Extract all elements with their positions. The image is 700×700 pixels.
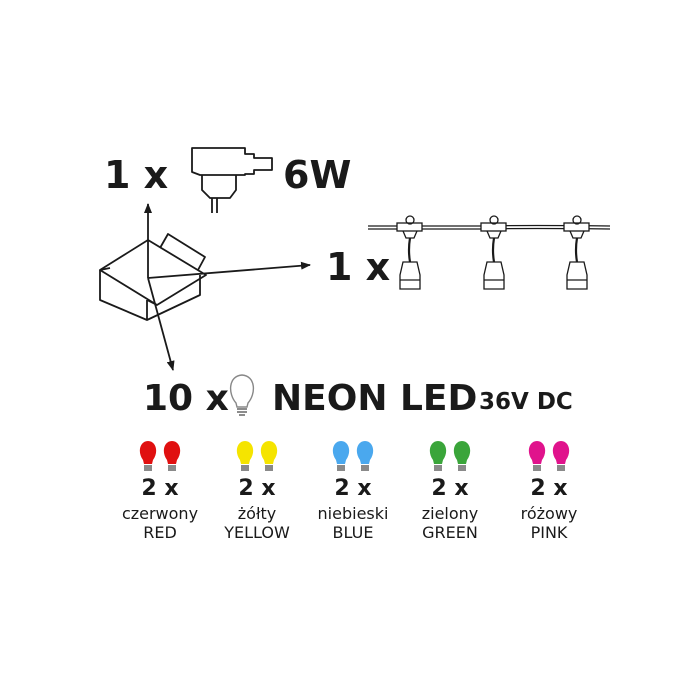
bulb-color-red: 2 x czerwony RED (105, 440, 215, 541)
pink-bulb-icon (528, 441, 546, 471)
bulbs-label: NEON LED (272, 378, 478, 419)
bulb-pair (298, 440, 408, 472)
string-lights-quantity: 1 x (326, 245, 391, 289)
yellow-bulb-icon (236, 441, 254, 471)
blue-bulb-icon (356, 441, 374, 471)
string-light-icon (367, 215, 611, 290)
color-name-pl: niebieski (317, 504, 389, 523)
bulb-color-pink: 2 x różowy PINK (494, 440, 604, 541)
color-name-en: GREEN (422, 523, 478, 542)
bulbs-voltage: 36V DC (479, 389, 573, 415)
color-name-pl: różowy (520, 504, 578, 523)
bulbs-quantity: 10 x (143, 378, 229, 419)
green-bulb-icon (429, 441, 447, 471)
arrow-icon (144, 203, 311, 371)
red-bulb-icon (139, 441, 157, 471)
bulb-color-blue: 2 x niebieski BLUE (298, 440, 408, 541)
color-name-pl: czerwony (121, 504, 199, 523)
color-name-pl: zielony (421, 504, 479, 523)
adapter-power: 6W (283, 153, 352, 197)
color-name-en: PINK (530, 523, 568, 542)
power-adapter-icon (191, 147, 273, 213)
color-count: 2 x (238, 476, 276, 501)
color-count: 2 x (334, 476, 372, 501)
color-count: 2 x (530, 476, 568, 501)
color-name-en: RED (143, 523, 177, 542)
bulb-pair (105, 440, 215, 472)
adapter-quantity: 1 x (104, 153, 169, 197)
blue-bulb-icon (332, 441, 350, 471)
bulb-pair (494, 440, 604, 472)
bulb-pair (395, 440, 505, 472)
color-name-en: BLUE (332, 523, 374, 542)
color-count: 2 x (141, 476, 179, 501)
red-bulb-icon (163, 441, 181, 471)
pink-bulb-icon (552, 441, 570, 471)
color-name-en: YELLOW (224, 523, 290, 542)
bulb-color-yellow: 2 x żółty YELLOW (202, 440, 312, 541)
yellow-bulb-icon (260, 441, 278, 471)
bulb-color-green: 2 x zielony GREEN (395, 440, 505, 541)
light-bulb-icon (229, 374, 255, 416)
color-count: 2 x (431, 476, 469, 501)
bulb-pair (202, 440, 312, 472)
color-name-pl: żółty (237, 504, 277, 523)
box-icon (99, 233, 207, 321)
green-bulb-icon (453, 441, 471, 471)
